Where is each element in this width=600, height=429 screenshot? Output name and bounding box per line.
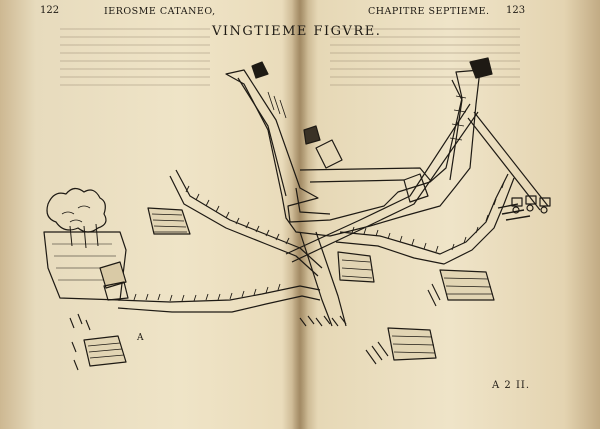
show-through-text-left xyxy=(60,28,210,88)
left-page-number: 122 xyxy=(40,5,60,16)
artillery-pieces xyxy=(511,195,551,214)
figure-label-a: A xyxy=(137,333,144,343)
right-running-title: CHAPITRE SEPTIEME. xyxy=(368,6,490,17)
siege-trenches xyxy=(117,103,549,327)
fortress-bastion xyxy=(225,57,493,237)
left-running-title: IEROSME CATANEO, xyxy=(104,6,216,17)
troop-formations xyxy=(69,207,495,371)
figure-title: VINGTIEME FIGVRE. xyxy=(212,24,382,39)
page-signature: A 2 II. xyxy=(492,380,531,391)
page-fold xyxy=(292,0,308,429)
right-page-number: 123 xyxy=(506,5,526,16)
trees-and-village xyxy=(43,187,129,301)
gabion-marks xyxy=(133,181,531,302)
